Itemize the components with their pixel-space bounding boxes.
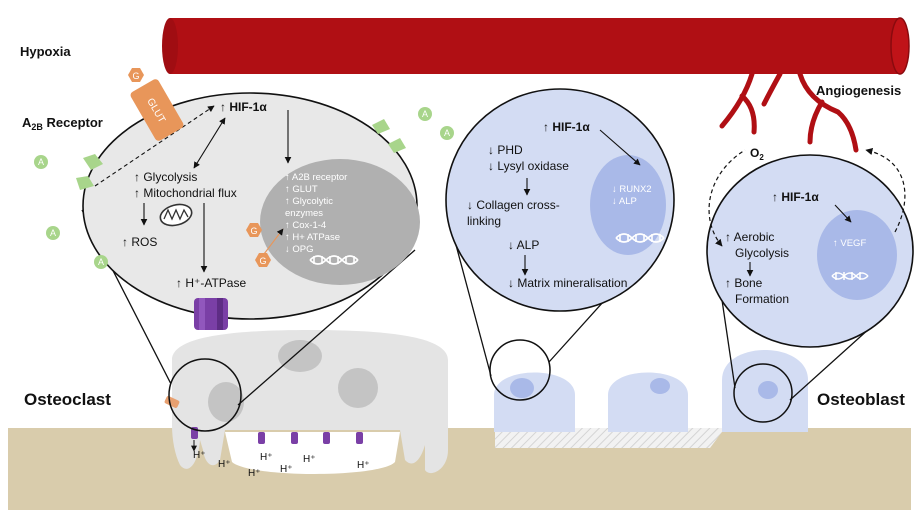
proton-pumps xyxy=(191,427,363,444)
oc-h-atpase: ↑ H⁺-ATPase xyxy=(176,276,246,290)
svg-text:H⁺: H⁺ xyxy=(218,459,231,470)
blood-vessel xyxy=(162,17,910,75)
capillary-branches xyxy=(719,71,859,153)
mid-collagen-2: linking xyxy=(467,214,501,228)
oc-glycolysis: ↑ Glycolysis xyxy=(134,170,197,184)
oc-arrows xyxy=(94,105,292,273)
zoom-line xyxy=(237,249,416,406)
svg-text:G: G xyxy=(132,71,139,81)
proton-labels: H⁺ H⁺ H⁺ H⁺ H⁺ H⁺ H⁺ xyxy=(193,450,370,479)
oc-mito-flux: ↑ Mitochondrial flux xyxy=(134,186,237,200)
glucose-icons xyxy=(128,68,271,267)
osteoclast-label: Osteoclast xyxy=(24,390,111,409)
mitochondrion-icon xyxy=(159,203,193,227)
ob-bone-1: ↑ Bone xyxy=(725,276,763,290)
osteoblast-zoom-circle xyxy=(733,363,793,423)
oxygen-feedback-arrows xyxy=(708,147,906,247)
svg-text:↓ ALP: ↓ ALP xyxy=(612,196,637,207)
a2b-receptor-icons xyxy=(76,119,406,190)
osteoblast-nucleus xyxy=(817,210,897,300)
svg-text:A: A xyxy=(444,128,450,138)
svg-text:↑ Glycolytic: ↑ Glycolytic xyxy=(285,196,333,207)
bone-matrix xyxy=(8,428,911,510)
ob-aerobic-2: Glycolysis xyxy=(735,246,789,260)
osteoblast-label: Osteoblast xyxy=(817,390,905,409)
mid-lysyl: ↓ Lysyl oxidase xyxy=(488,159,569,173)
svg-text:G: G xyxy=(250,226,257,236)
osteoid-hatched xyxy=(495,428,725,448)
svg-text:↓ OPG: ↓ OPG xyxy=(285,244,314,255)
svg-text:G: G xyxy=(259,256,266,266)
oc-hif: ↑ HIF-1α xyxy=(220,100,267,114)
zoom-line xyxy=(721,299,736,389)
mid-nucleus-text: ↓ RUNX2 ↓ ALP xyxy=(612,184,652,207)
a2b-receptor-label: A2B Receptor xyxy=(22,115,103,132)
middle-nucleus xyxy=(590,155,666,255)
svg-text:H⁺: H⁺ xyxy=(303,454,316,465)
svg-text:H⁺: H⁺ xyxy=(260,452,273,463)
mid-collagen-1: ↓ Collagen cross- xyxy=(467,198,560,212)
svg-text:↑ GLUT: ↑ GLUT xyxy=(285,184,318,195)
oc-ros: ↑ ROS xyxy=(122,235,157,249)
mid-alp: ↓ ALP xyxy=(508,238,539,252)
svg-text:H⁺: H⁺ xyxy=(280,464,293,475)
angiogenesis-label: Angiogenesis xyxy=(816,83,901,98)
osteoclast-cell xyxy=(164,330,448,474)
svg-text:A: A xyxy=(38,157,44,167)
svg-text:↑ A2B receptor: ↑ A2B receptor xyxy=(285,172,347,183)
mid-phd: ↓ PHD xyxy=(488,143,523,157)
svg-text:H⁺: H⁺ xyxy=(248,468,261,479)
mid-hif: ↑ HIF-1α xyxy=(543,120,590,134)
h-atpase-pump-icon xyxy=(194,298,228,330)
svg-text:A: A xyxy=(98,257,104,267)
glut-transporter-icon: GLUT xyxy=(130,79,184,141)
dna-icon xyxy=(831,272,869,280)
osteoclast-nucleus xyxy=(260,159,420,285)
hypoxia-label: Hypoxia xyxy=(20,44,71,59)
ob-nucleus-text: ↑ VEGF xyxy=(833,238,866,249)
osteoblast-cells xyxy=(494,350,808,432)
zoom-line xyxy=(451,229,492,377)
ob-arrows xyxy=(746,204,852,277)
mid-arrows xyxy=(521,129,641,276)
ob-bone-2: Formation xyxy=(735,292,789,306)
svg-text:↑ Cox-1-4: ↑ Cox-1-4 xyxy=(285,220,326,231)
ob-hif: ↑ HIF-1α xyxy=(772,190,819,204)
svg-text:H⁺: H⁺ xyxy=(357,460,370,471)
ob-aerobic-1: ↑ Aerobic xyxy=(725,230,774,244)
svg-text:↓ RUNX2: ↓ RUNX2 xyxy=(612,184,652,195)
mid-mineral: ↓ Matrix mineralisation xyxy=(508,276,627,290)
oc-nucleus-text: ↑ A2B receptor ↑ GLUT ↑ Glycolytic enzym… xyxy=(285,172,347,255)
svg-text:A: A xyxy=(422,109,428,119)
adenosine-icons xyxy=(34,107,474,269)
dna-icon xyxy=(615,233,665,243)
svg-text:H⁺: H⁺ xyxy=(193,450,206,461)
o2-label: O2 xyxy=(750,146,764,162)
svg-text:A: A xyxy=(50,228,56,238)
svg-text:↑ H+ ATPase: ↑ H+ ATPase xyxy=(285,232,340,243)
glucose-labels: G G G xyxy=(132,71,266,266)
osteoclast-zoom-circle xyxy=(168,358,242,432)
dna-icon xyxy=(309,255,359,265)
svg-text:enzymes: enzymes xyxy=(285,208,323,219)
